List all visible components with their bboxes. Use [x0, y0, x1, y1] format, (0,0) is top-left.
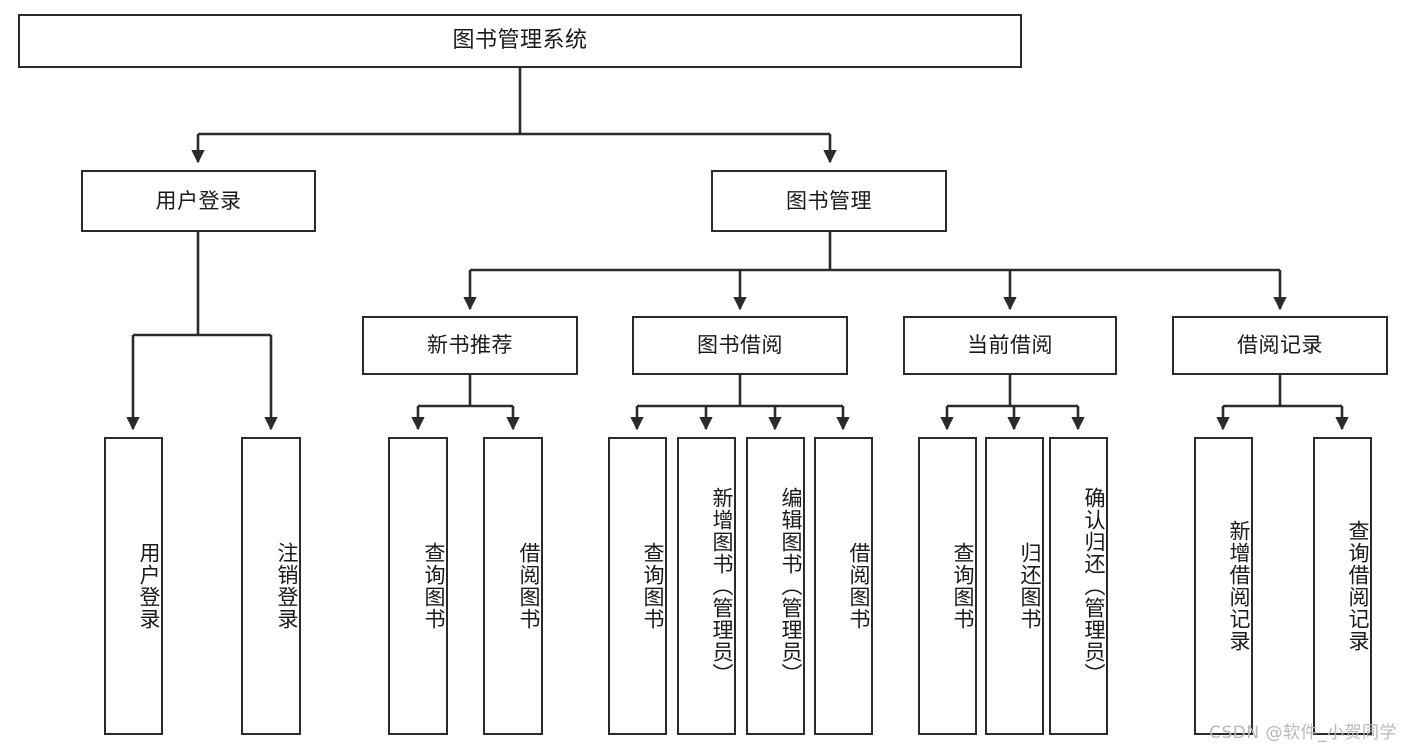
node-label: 用户登录	[155, 188, 242, 213]
node-label: 注销登录	[275, 542, 299, 630]
node-label: 查询图书	[641, 542, 665, 630]
node-root-system[interactable]: 图书管理系统	[18, 14, 1022, 68]
node-label: 图书管理	[786, 188, 872, 213]
node-label: 当前借阅	[967, 333, 1053, 358]
node-book-management[interactable]: 图书管理	[711, 170, 947, 232]
node-label: 新书推荐	[427, 333, 513, 358]
leaf-query-book-1[interactable]: 查询图书	[388, 437, 448, 735]
leaf-return-book[interactable]: 归还图书	[985, 437, 1044, 735]
node-label: 确认归还（管理员）	[1082, 487, 1106, 685]
node-label: 查询图书	[422, 542, 446, 630]
node-label: 借阅图书	[517, 542, 541, 630]
leaf-edit-book[interactable]: 编辑图书（管理员）	[746, 437, 805, 735]
node-borrow-record[interactable]: 借阅记录	[1172, 316, 1388, 375]
node-current-borrow[interactable]: 当前借阅	[903, 316, 1117, 375]
node-user-login[interactable]: 用户登录	[81, 170, 316, 232]
node-label: 图书管理系统	[452, 28, 588, 54]
node-new-book-recommend[interactable]: 新书推荐	[362, 316, 578, 375]
leaf-query-book-3[interactable]: 查询图书	[918, 437, 977, 735]
node-label: 借阅记录	[1237, 333, 1323, 358]
leaf-query-record[interactable]: 查询借阅记录	[1313, 437, 1372, 735]
node-label: 编辑图书（管理员）	[779, 487, 803, 685]
node-label: 新增借阅记录	[1227, 520, 1251, 652]
leaf-add-record[interactable]: 新增借阅记录	[1194, 437, 1253, 735]
leaf-user-login[interactable]: 用户登录	[104, 437, 163, 735]
leaf-borrow-book-1[interactable]: 借阅图书	[483, 437, 543, 735]
node-label: 图书借阅	[697, 333, 783, 358]
watermark-text: CSDN @软件_小贺同学	[1209, 723, 1397, 743]
node-label: 归还图书	[1018, 542, 1042, 630]
node-label: 借阅图书	[847, 542, 871, 630]
node-label: 查询借阅记录	[1346, 520, 1370, 652]
leaf-query-book-2[interactable]: 查询图书	[608, 437, 667, 735]
node-label: 查询图书	[951, 542, 975, 630]
leaf-confirm-return[interactable]: 确认归还（管理员）	[1049, 437, 1108, 735]
node-label: 新增图书（管理员）	[710, 487, 734, 685]
leaf-borrow-book-2[interactable]: 借阅图书	[814, 437, 873, 735]
node-book-borrow[interactable]: 图书借阅	[632, 316, 848, 375]
node-label: 用户登录	[137, 542, 161, 630]
leaf-logout-login[interactable]: 注销登录	[241, 437, 301, 735]
leaf-add-book[interactable]: 新增图书（管理员）	[677, 437, 736, 735]
